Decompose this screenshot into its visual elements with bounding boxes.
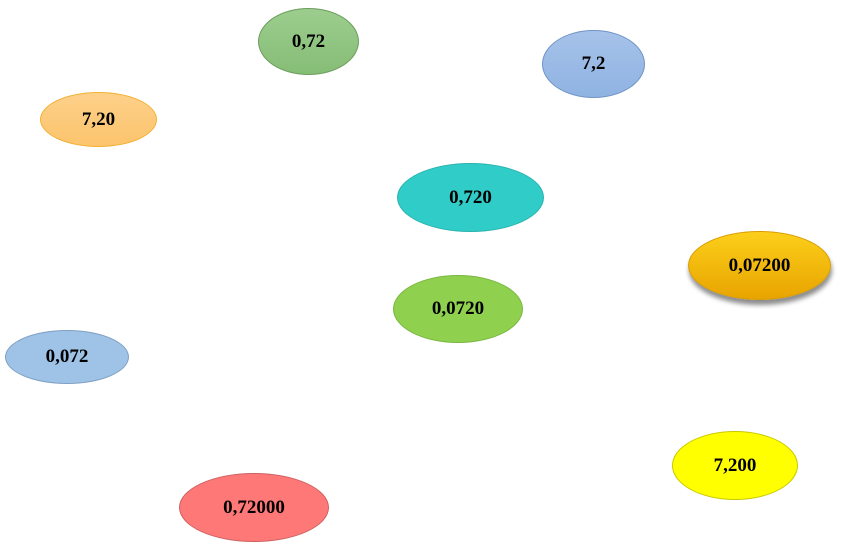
number-oval-0-0720: 0,0720: [393, 275, 523, 343]
oval-label: 0,07200: [728, 254, 791, 276]
number-oval-0-72000: 0,72000: [179, 473, 329, 542]
oval-label: 0,072: [45, 346, 89, 367]
oval-label: 0,72000: [223, 496, 285, 518]
oval-label: 7,200: [713, 454, 757, 476]
number-oval-7-200: 7,200: [672, 431, 798, 500]
number-oval-0-720: 0,720: [397, 163, 544, 232]
oval-label: 0,72: [291, 30, 326, 52]
number-oval-7-2: 7,2: [542, 30, 645, 98]
oval-label: 7,2: [581, 53, 606, 74]
oval-label: 7,20: [81, 108, 116, 130]
number-oval-0-72: 0,72: [258, 8, 359, 75]
oval-label: 0,0720: [431, 298, 485, 319]
number-oval-0-07200: 0,07200: [688, 231, 831, 300]
number-oval-7-20: 7,20: [40, 92, 157, 147]
number-oval-0-072: 0,072: [5, 330, 129, 384]
oval-label: 0,720: [449, 186, 492, 208]
